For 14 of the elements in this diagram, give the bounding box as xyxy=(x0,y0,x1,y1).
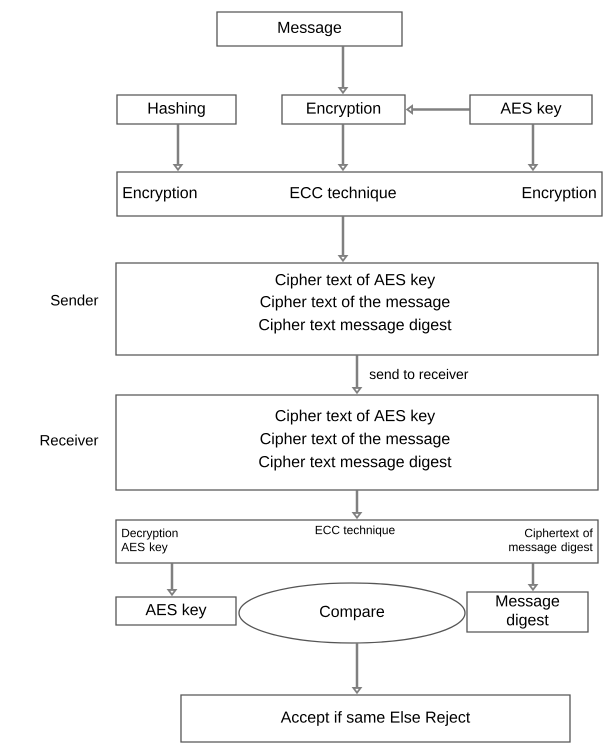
edge-label: send to receiver xyxy=(368,368,470,380)
process-box: Decryption AES key ECC technique Ciphertext of message digest xyxy=(115,519,599,564)
process-box: AES key xyxy=(115,596,237,626)
process-box: Message xyxy=(216,11,403,47)
process-box: AES key xyxy=(469,94,593,125)
process-box: Encryption xyxy=(281,94,406,125)
process-box: Message digest xyxy=(466,591,589,633)
side-label: Sender xyxy=(50,294,98,306)
process-box: Accept if same Else Reject xyxy=(180,694,571,743)
process-box: Hashing xyxy=(116,94,237,125)
process-box: Encryption ECC technique Encryption xyxy=(116,171,603,217)
process-box: Cipher text of AES key Cipher text of the message Cipher text message digest xyxy=(115,262,599,356)
side-label: Receiver xyxy=(40,434,98,446)
process-box: Cipher text of AES key Cipher text of the message Cipher text message digest xyxy=(115,394,599,491)
